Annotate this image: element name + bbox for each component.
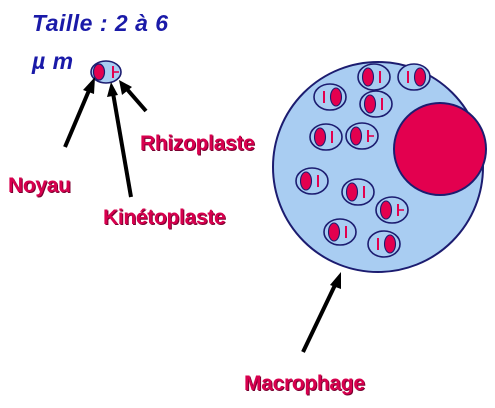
kinetoplaste-label: Kinétoplaste [103, 207, 225, 228]
amastigote [324, 219, 356, 245]
rhizoplaste-arrow [119, 80, 146, 111]
macrophage-nucleus [394, 103, 486, 195]
amastigote [342, 179, 374, 205]
rhizoplaste-label: Rhizoplaste [140, 133, 255, 154]
size-label-line2: µ m [32, 50, 74, 73]
amastigote [360, 91, 392, 117]
free-parasite [91, 61, 121, 83]
amastigote [310, 124, 342, 150]
macrophage-label: Macrophage [244, 373, 365, 394]
amastigote [314, 84, 346, 110]
amastigote [296, 168, 328, 194]
amastigote [368, 231, 400, 257]
noyau-arrow [65, 77, 95, 147]
amastigote [398, 64, 430, 90]
amastigote [376, 197, 408, 223]
size-label-line1: Taille : 2 à 6 [32, 12, 169, 35]
macrophage-arrow [303, 272, 341, 352]
parasite-nucleus [94, 64, 105, 80]
amastigote [358, 64, 390, 90]
kinetoplaste-arrow [107, 82, 131, 197]
amastigote [346, 123, 378, 149]
noyau-label: Noyau [8, 175, 71, 196]
